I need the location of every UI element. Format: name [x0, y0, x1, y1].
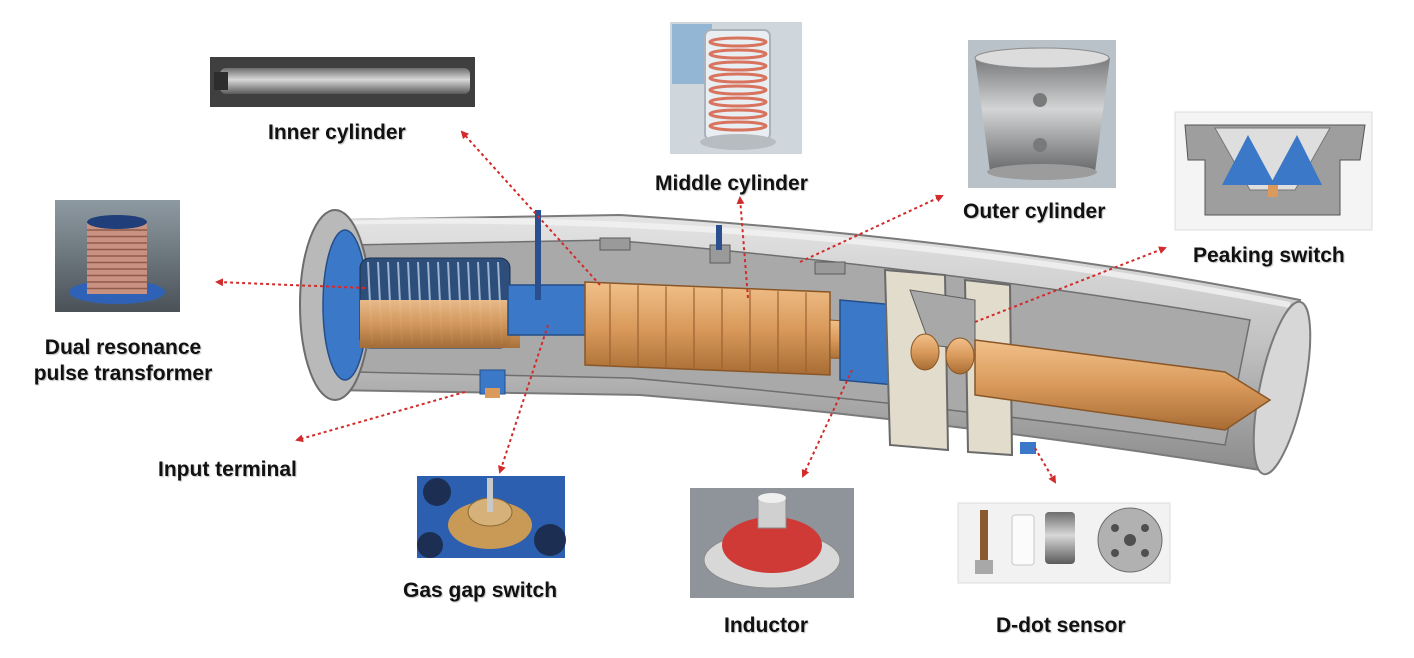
middleRings-stroke: [708, 120, 768, 132]
arrow-d-dot-sensor: [1034, 447, 1057, 484]
middleRings-stroke: [708, 60, 768, 72]
label-dual-resonance-line1: Dual resonance: [44, 336, 202, 359]
inductor-photo: [690, 488, 854, 598]
middleRings-stroke: [708, 84, 768, 96]
label-dual-resonance-transformer: Dual resonance pulse transformer: [18, 335, 228, 387]
middleRings-stroke: [708, 72, 768, 84]
gas-gap-switch-photo: [417, 476, 566, 558]
middle-cylinder-photo: [670, 22, 802, 154]
inner-cylinder-photo: [210, 57, 475, 107]
outer-cylinder-photo: [968, 40, 1116, 188]
arrow-middle-cylinder: [736, 196, 749, 299]
arrow-gas-gap-switch: [498, 324, 549, 474]
middleRings-stroke: [708, 48, 768, 60]
arrow-inner-cylinder: [460, 130, 601, 286]
peaking-switch-electrodes: [910, 333, 975, 375]
arrow-inductor: [801, 369, 853, 478]
arrow-input-terminal: [295, 391, 466, 443]
output-electrode: [974, 339, 1272, 431]
transformer-coil: [359, 257, 520, 349]
arrow-outer-cylinder: [799, 194, 944, 263]
callout-arrows: [215, 130, 1167, 484]
ports: [479, 225, 1036, 454]
arrow-peaking-switch: [974, 246, 1167, 323]
arrow-transformer: [215, 278, 366, 289]
middleRings-stroke: [708, 96, 768, 108]
label-inner-cylinder: Inner cylinder: [268, 121, 406, 144]
label-gas-gap-switch: Gas gap switch: [403, 579, 558, 602]
label-middle-cylinder: Middle cylinder: [655, 172, 808, 195]
peaking-switch-photo: [1174, 111, 1373, 231]
label-input-terminal: Input terminal: [158, 458, 297, 481]
label-outer-cylinder: Outer cylinder: [963, 200, 1106, 223]
label-inductor: Inductor: [724, 614, 808, 637]
middleRings-stroke: [708, 108, 768, 120]
d-dot-sensor-photo: [957, 502, 1171, 584]
label-d-dot-sensor: D-dot sensor: [996, 614, 1126, 637]
middleRings-stroke: [708, 36, 768, 48]
label-dual-resonance-line2: pulse transformer: [33, 362, 213, 385]
transformer-photo: [55, 200, 180, 312]
label-peaking-switch: Peaking switch: [1193, 244, 1345, 267]
